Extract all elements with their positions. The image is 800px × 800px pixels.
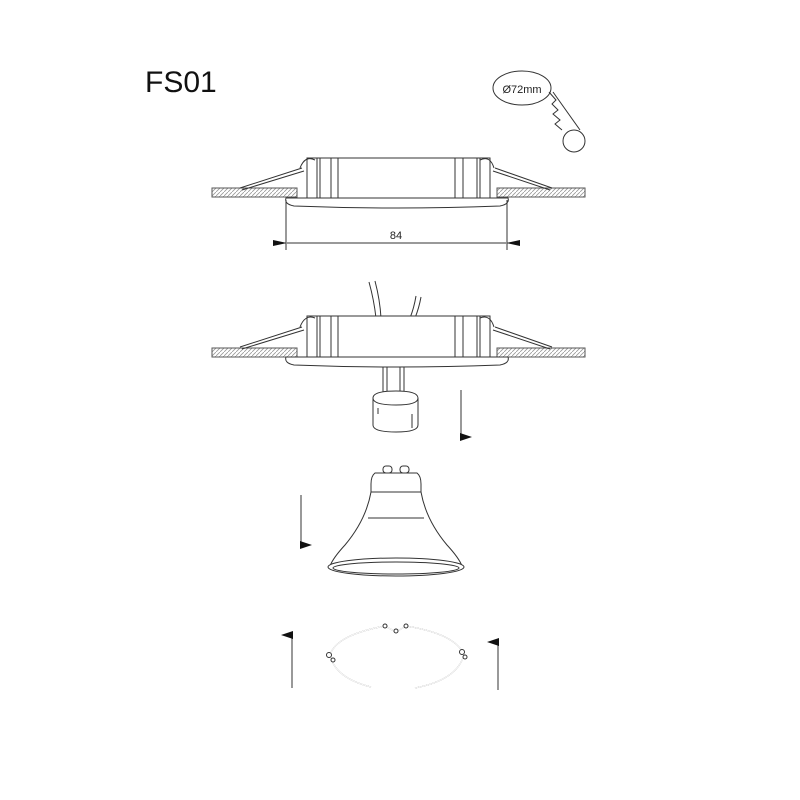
model-title: FS01	[145, 66, 217, 99]
cutout-diameter-label: Ø72mm	[502, 84, 541, 96]
gu10-socket	[372, 390, 419, 433]
fixture-side-view-with-wires	[211, 280, 586, 441]
retaining-clip-ring	[326, 623, 468, 689]
width-dimension: 84	[273, 200, 520, 250]
gu10-bulb	[327, 465, 465, 577]
fixture-side-view-installed: 84	[211, 157, 586, 250]
hole-saw-illustration: Ø72mm	[492, 70, 586, 153]
width-dimension-label: 84	[390, 230, 402, 242]
